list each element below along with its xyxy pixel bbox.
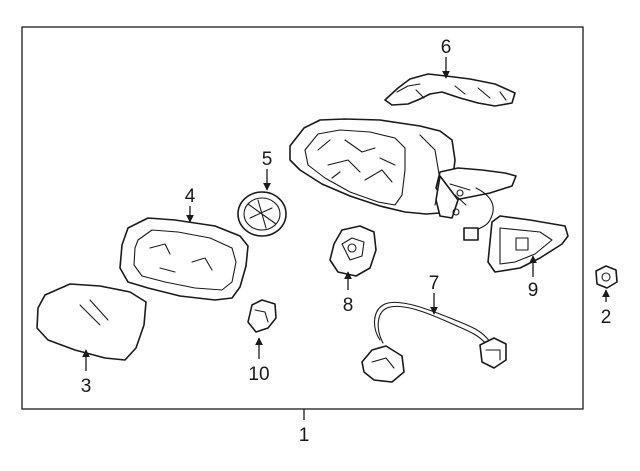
mirror-glass: [36, 283, 147, 361]
callout-6: 6: [441, 37, 452, 58]
callout-4: 4: [185, 186, 196, 207]
callout-3: 3: [81, 376, 92, 397]
callout-10: 10: [248, 364, 269, 385]
callout-5: 5: [262, 149, 273, 170]
nut: [595, 265, 618, 289]
callout-8: 8: [343, 295, 354, 316]
callout-9: 9: [528, 280, 539, 301]
callout-7: 7: [429, 273, 440, 294]
motor-clip: [329, 225, 377, 277]
upper-cover: [384, 73, 516, 107]
assembly-frame: [21, 26, 584, 410]
callout-1: 1: [299, 425, 310, 446]
cover-panel: [487, 215, 569, 273]
wire-harness: [361, 301, 507, 383]
mirror-housing: [289, 118, 456, 215]
actuator: [237, 191, 287, 237]
small-clip: [247, 299, 277, 333]
callout-2: 2: [601, 307, 612, 328]
mounting-bracket: [435, 167, 517, 241]
mirror-holder: [119, 217, 249, 301]
